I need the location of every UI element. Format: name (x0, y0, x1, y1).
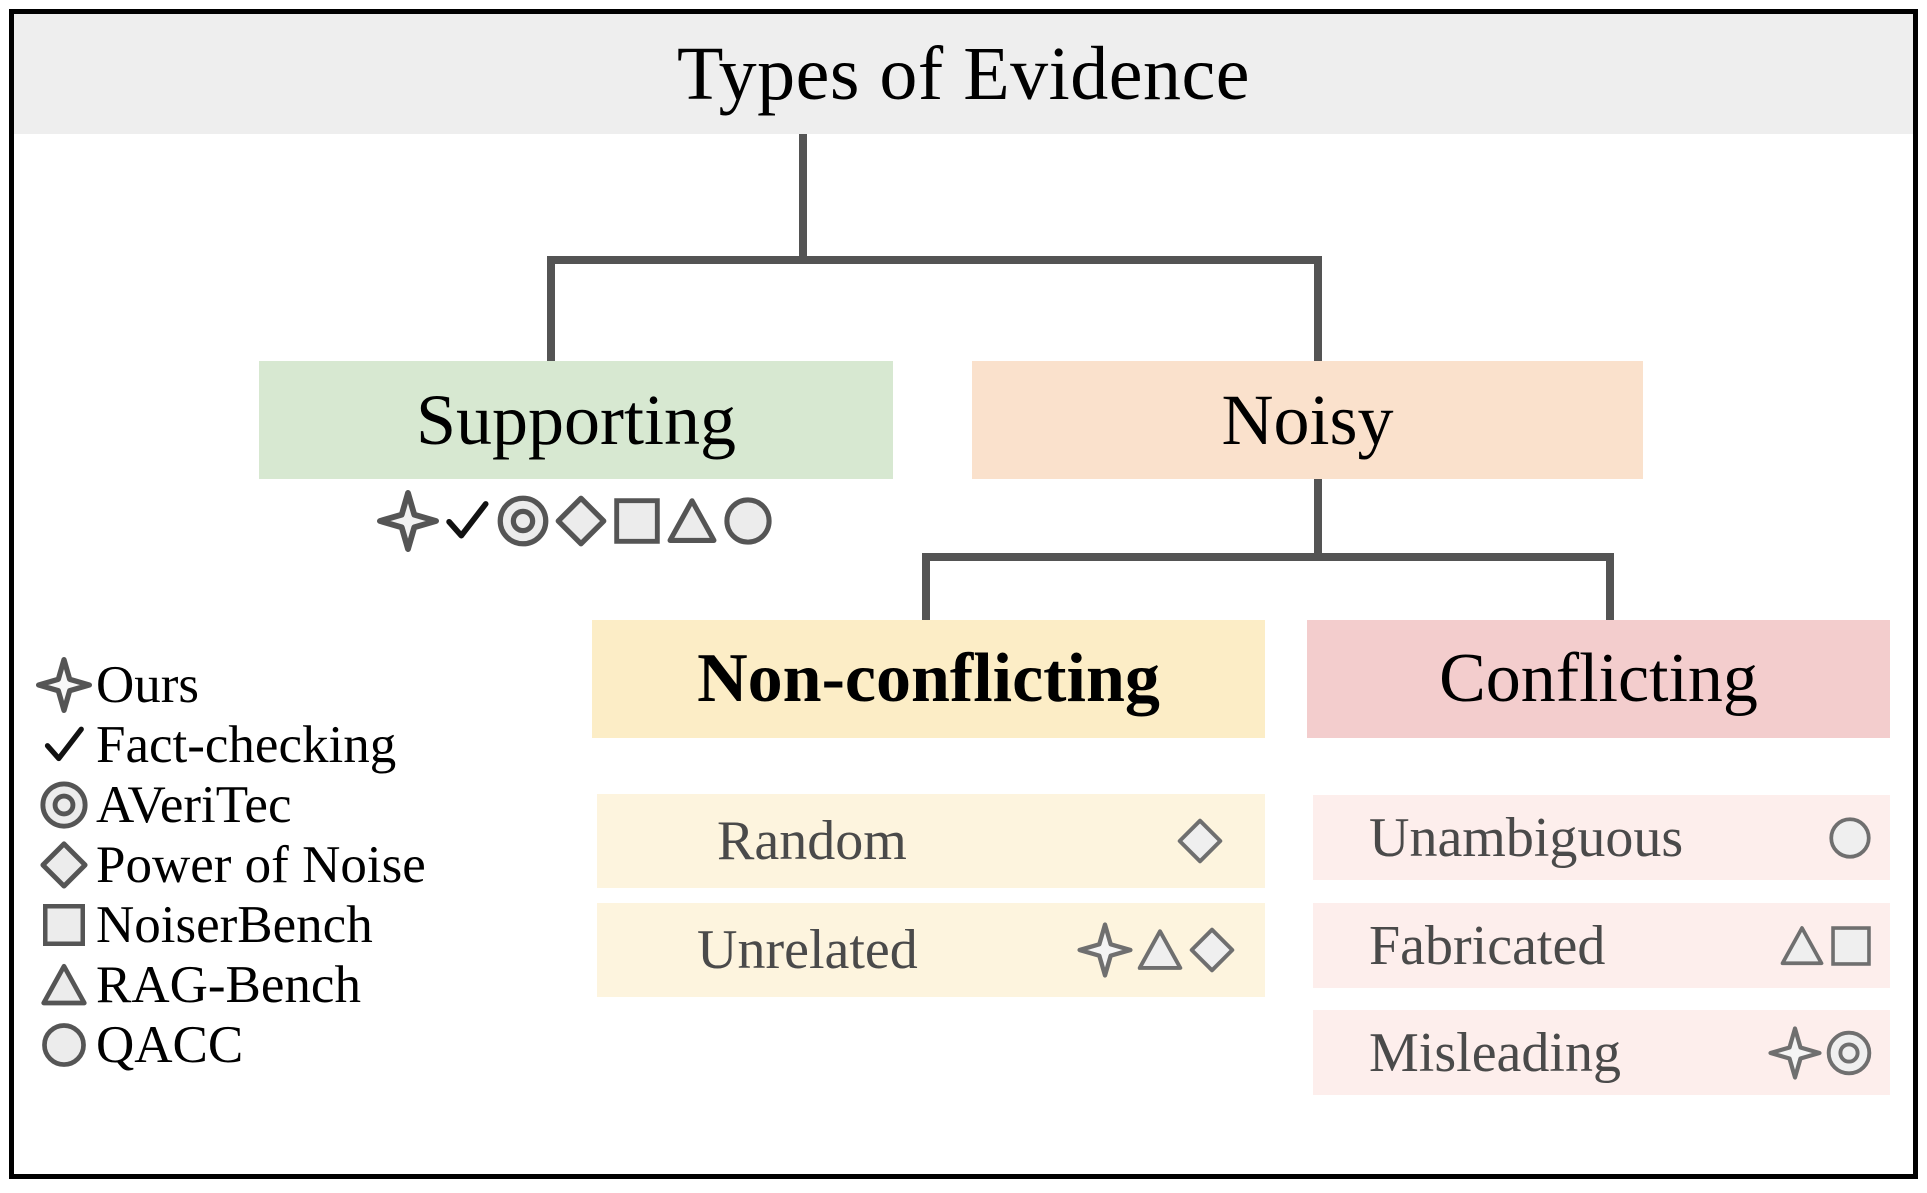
circle-icon (721, 494, 775, 548)
triangle-icon (1778, 922, 1826, 970)
legend-item-averitec: AVeriTec (36, 775, 506, 835)
connector-noisy-drop (1314, 256, 1322, 363)
leaf-label-fabricated: Fabricated (1369, 914, 1606, 977)
legend-item-power-of-noise: Power of Noise (36, 835, 506, 895)
legend-item-ours: Ours (36, 655, 506, 715)
leaf-row-random[interactable]: Random (597, 794, 1265, 888)
diamond-icon (553, 493, 609, 549)
diamond-icon (1175, 816, 1225, 866)
square-icon (611, 495, 663, 547)
bullseye-icon (36, 777, 92, 833)
square-icon (36, 897, 92, 953)
connector-root-stem (799, 134, 807, 262)
leaf-icons-unrelated (1077, 922, 1237, 978)
node-conflicting-label: Conflicting (1439, 640, 1758, 717)
legend-item-rag-bench: RAG-Bench (36, 955, 506, 1015)
square-icon (1828, 923, 1874, 969)
leaf-icons-fabricated (1778, 922, 1874, 970)
triangle-icon (36, 957, 92, 1013)
legend-label-power-of-noise: Power of Noise (96, 835, 426, 894)
connector-supporting-drop (547, 256, 555, 363)
legend-label-rag-bench: RAG-Bench (96, 955, 361, 1014)
bullseye-icon (495, 493, 551, 549)
circle-icon (1826, 814, 1874, 862)
leaf-row-misleading[interactable]: Misleading (1313, 1010, 1890, 1095)
diamond-icon (1187, 925, 1237, 975)
leaf-icons-misleading (1768, 1025, 1874, 1080)
legend-label-ours: Ours (96, 655, 200, 714)
leaf-label-random: Random (717, 810, 907, 872)
triangle-icon (1135, 925, 1185, 975)
figure-title-bar: Types of Evidence (14, 14, 1913, 134)
node-supporting[interactable]: Supporting (259, 361, 893, 479)
check-icon (441, 495, 493, 547)
legend-label-qacc: QACC (96, 1015, 244, 1074)
star-icon (36, 657, 92, 713)
legend-item-fact-checking: Fact-checking (36, 715, 506, 775)
leaf-label-unrelated: Unrelated (697, 919, 918, 981)
check-icon (36, 717, 92, 773)
legend-label-averitec: AVeriTec (96, 775, 292, 834)
legend-label-fact-checking: Fact-checking (96, 715, 397, 774)
leaf-row-unambiguous[interactable]: Unambiguous (1313, 795, 1890, 880)
legend-item-qacc: QACC (36, 1015, 506, 1075)
legend-label-noiserbench: NoiserBench (96, 895, 373, 954)
triangle-icon (665, 494, 719, 548)
leaf-row-unrelated[interactable]: Unrelated (597, 903, 1265, 997)
diamond-icon (36, 837, 92, 893)
node-non-conflicting[interactable]: Non-conflicting (592, 620, 1265, 738)
node-non-conflicting-label: Non-conflicting (697, 640, 1160, 717)
page-title: Types of Evidence (677, 32, 1250, 116)
node-noisy-label: Noisy (1221, 379, 1394, 460)
connector-level1-bar (547, 256, 1322, 264)
connector-noisy-stem (1314, 479, 1322, 559)
connector-conf-drop (1606, 553, 1614, 623)
star-icon (377, 490, 439, 552)
leaf-row-fabricated[interactable]: Fabricated (1313, 903, 1890, 988)
bullseye-icon (1824, 1028, 1874, 1078)
leaf-icons-unambiguous (1826, 814, 1874, 862)
node-conflicting[interactable]: Conflicting (1307, 620, 1890, 738)
star-icon (1077, 922, 1133, 978)
leaf-icons-random (1175, 816, 1225, 866)
node-supporting-label: Supporting (415, 379, 737, 460)
connector-nonconf-drop (922, 553, 930, 623)
leaf-label-unambiguous: Unambiguous (1369, 806, 1684, 869)
leaf-label-misleading: Misleading (1369, 1021, 1621, 1084)
circle-icon (36, 1017, 92, 1073)
legend-item-noiserbench: NoiserBench (36, 895, 506, 955)
node-noisy[interactable]: Noisy (972, 361, 1643, 479)
connector-level2-bar (922, 553, 1614, 561)
star-icon (1768, 1025, 1822, 1080)
supporting-icon-strip (259, 486, 893, 556)
legend: Ours Fact-checking AVeriTec Power of Noi… (36, 655, 506, 1075)
